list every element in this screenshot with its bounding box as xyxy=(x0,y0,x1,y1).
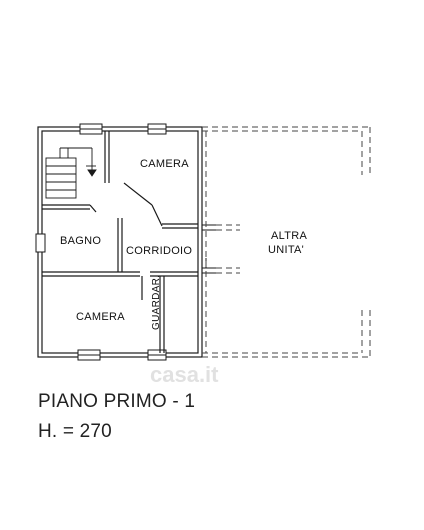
room-label-camera-bottom: CAMERA xyxy=(76,311,125,323)
other-unit-outline xyxy=(202,126,371,358)
room-label-altra: ALTRA xyxy=(271,230,308,242)
watermark-logo: casa.it xyxy=(150,362,219,387)
staircase xyxy=(45,147,97,199)
room-label-corridoio: CORRIDOIO xyxy=(126,245,193,257)
floor-height: H. = 270 xyxy=(38,421,112,442)
interior-walls xyxy=(42,131,198,353)
floor-title: PIANO PRIMO - 1 xyxy=(38,391,196,412)
right-openings xyxy=(202,224,216,274)
room-label-unita: UNITA' xyxy=(268,244,305,256)
windows xyxy=(35,123,167,361)
room-label-guardar: GUARDAR. xyxy=(151,274,162,330)
room-label-camera-top: CAMERA xyxy=(140,158,189,170)
room-label-bagno: BAGNO xyxy=(60,235,102,247)
